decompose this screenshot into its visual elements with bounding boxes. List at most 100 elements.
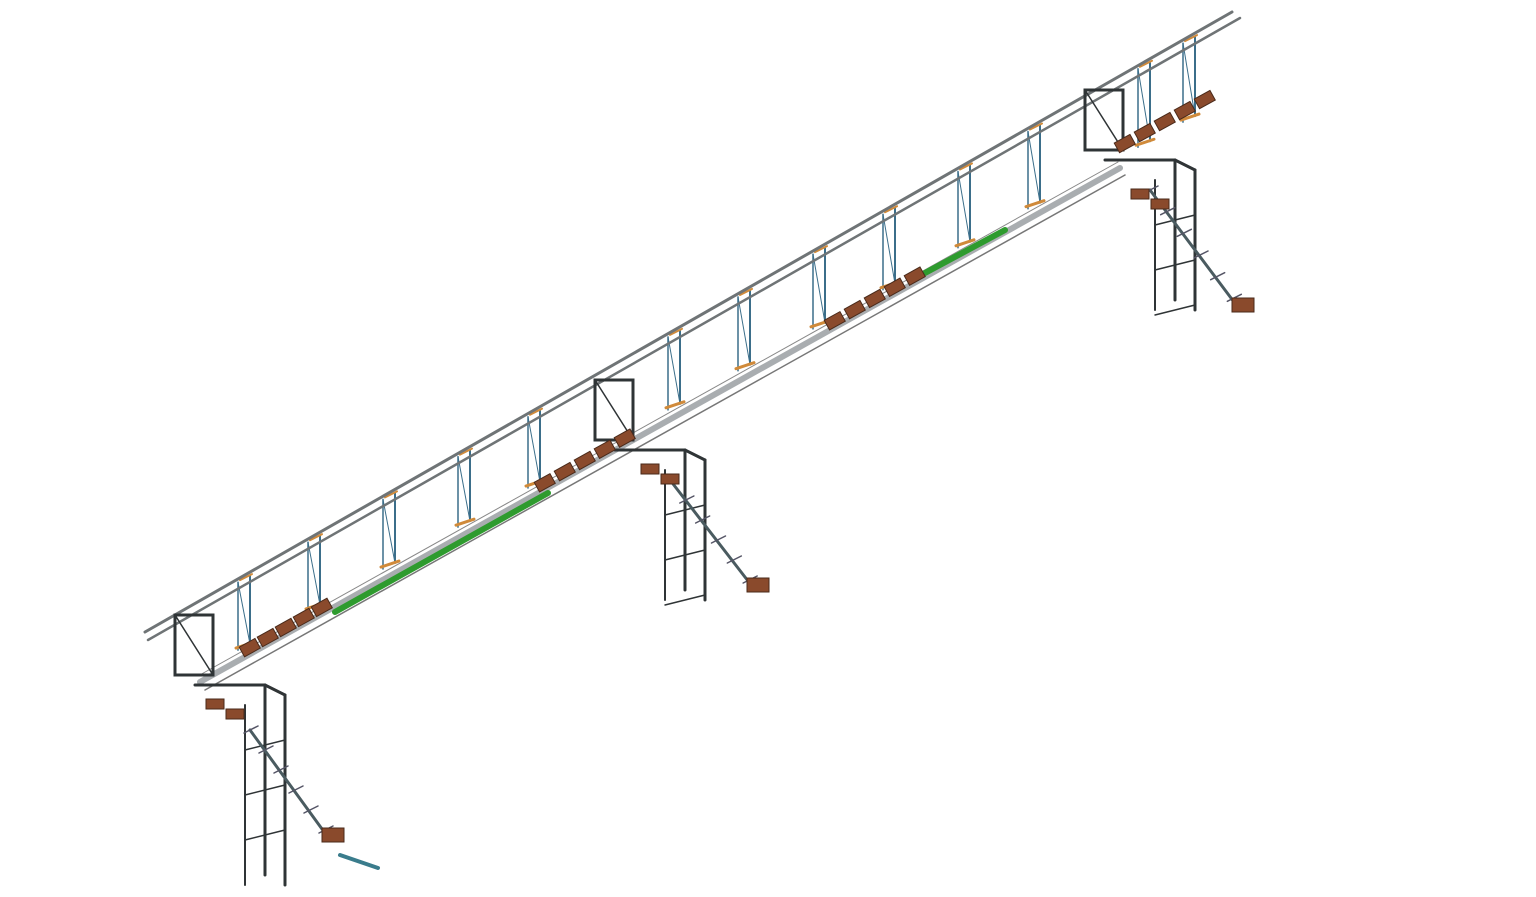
conveyor-edge (197, 161, 1119, 677)
hanger-brace (812, 253, 826, 324)
product-case (1173, 100, 1196, 121)
product-case (593, 439, 616, 460)
product-case (205, 698, 225, 710)
rail-clamp (459, 447, 473, 456)
tower-rung (664, 504, 706, 516)
product-cases (205, 89, 1216, 720)
rail-clamp (1139, 59, 1153, 68)
product-case (843, 299, 866, 320)
tower-rung (664, 594, 706, 606)
product-case (256, 627, 279, 648)
tower-rung (244, 784, 286, 796)
product-case (310, 597, 333, 618)
overhead-rail (143, 10, 1242, 642)
hanger-brace (882, 213, 896, 285)
product-case (660, 473, 680, 485)
hanger-bracket (1024, 199, 1046, 209)
hanger-bracket (379, 559, 401, 569)
tower-rung (1154, 304, 1196, 316)
tower-brace (594, 379, 634, 441)
tower-beam (1173, 158, 1197, 172)
hanger-brace (1027, 131, 1041, 204)
tower-frame (1083, 88, 1125, 152)
drop-towers (173, 88, 1255, 887)
chute-roller (1209, 271, 1226, 281)
tower-beam (263, 683, 287, 697)
hanger-bracket (1134, 137, 1156, 147)
hanger-brace (667, 336, 681, 405)
rail-line (146, 16, 1242, 642)
tower-rung (1154, 214, 1196, 226)
hanger-brace (527, 416, 541, 483)
discharge-case (1231, 297, 1255, 313)
product-case (640, 463, 660, 475)
rail-clamp (529, 407, 543, 416)
rail-clamp (309, 533, 323, 542)
rail-clamp (1029, 122, 1043, 131)
chute-roller (303, 805, 319, 814)
product-case (533, 472, 556, 493)
accumulation-zone (332, 490, 551, 615)
chute-roller (273, 765, 289, 774)
product-case (1153, 111, 1176, 132)
tower-frame (593, 378, 635, 442)
rail-clamp (1184, 34, 1198, 43)
rail-clamp (814, 245, 828, 254)
tower-frame (173, 613, 215, 677)
product-case (1193, 89, 1216, 110)
hanger-brace (237, 581, 251, 645)
accumulation-zones (332, 227, 1008, 615)
discharge-case (746, 577, 770, 593)
product-case (903, 266, 926, 286)
rail-line (143, 10, 1234, 634)
hanger-bracket (734, 361, 756, 371)
tower-brace (1084, 89, 1124, 151)
chute-roller (258, 745, 274, 754)
outfeed-conveyor (338, 853, 380, 870)
chute (1148, 188, 1242, 312)
hanger-bracket (664, 400, 686, 410)
rail-clamp (669, 327, 683, 336)
chute-roller (243, 725, 259, 734)
tower-rung (244, 829, 286, 841)
product-case (883, 277, 906, 298)
product-case (1133, 122, 1156, 143)
chute (668, 478, 757, 592)
product-case (274, 617, 297, 638)
hanger-brace (737, 296, 751, 366)
chute-roller (726, 555, 743, 564)
hanger-bracket (1179, 112, 1201, 122)
product-case (553, 461, 576, 482)
product-case (292, 607, 315, 628)
product-case (863, 288, 886, 309)
hanger-bracket (954, 238, 976, 248)
tower-beam (683, 448, 707, 462)
tower-brace (174, 614, 214, 676)
rail-clamp (959, 162, 973, 171)
tower-rung (244, 739, 286, 751)
chute-roller (1176, 228, 1193, 238)
product-case (1113, 133, 1136, 154)
accumulation-zone (922, 227, 1008, 276)
chute-roller (1159, 206, 1176, 216)
chute (248, 728, 332, 842)
chute-roller (288, 785, 304, 794)
product-case (613, 428, 636, 448)
tower-rung (1154, 259, 1196, 271)
chute-roller (679, 495, 695, 504)
rail-clamp (884, 205, 898, 214)
product-case (823, 310, 846, 331)
product-case (573, 450, 596, 471)
tower-rung (664, 549, 706, 561)
chute-roller (1193, 250, 1209, 259)
product-case (238, 637, 261, 658)
conveyor-edge (204, 174, 1126, 691)
rail-clamp (739, 287, 753, 296)
hanger-brace (957, 170, 971, 243)
hanger-brace (1182, 42, 1196, 117)
rail-clamp (384, 490, 398, 499)
hanger-brace (457, 456, 471, 522)
discharge-case (321, 827, 345, 843)
product-case (225, 708, 245, 720)
